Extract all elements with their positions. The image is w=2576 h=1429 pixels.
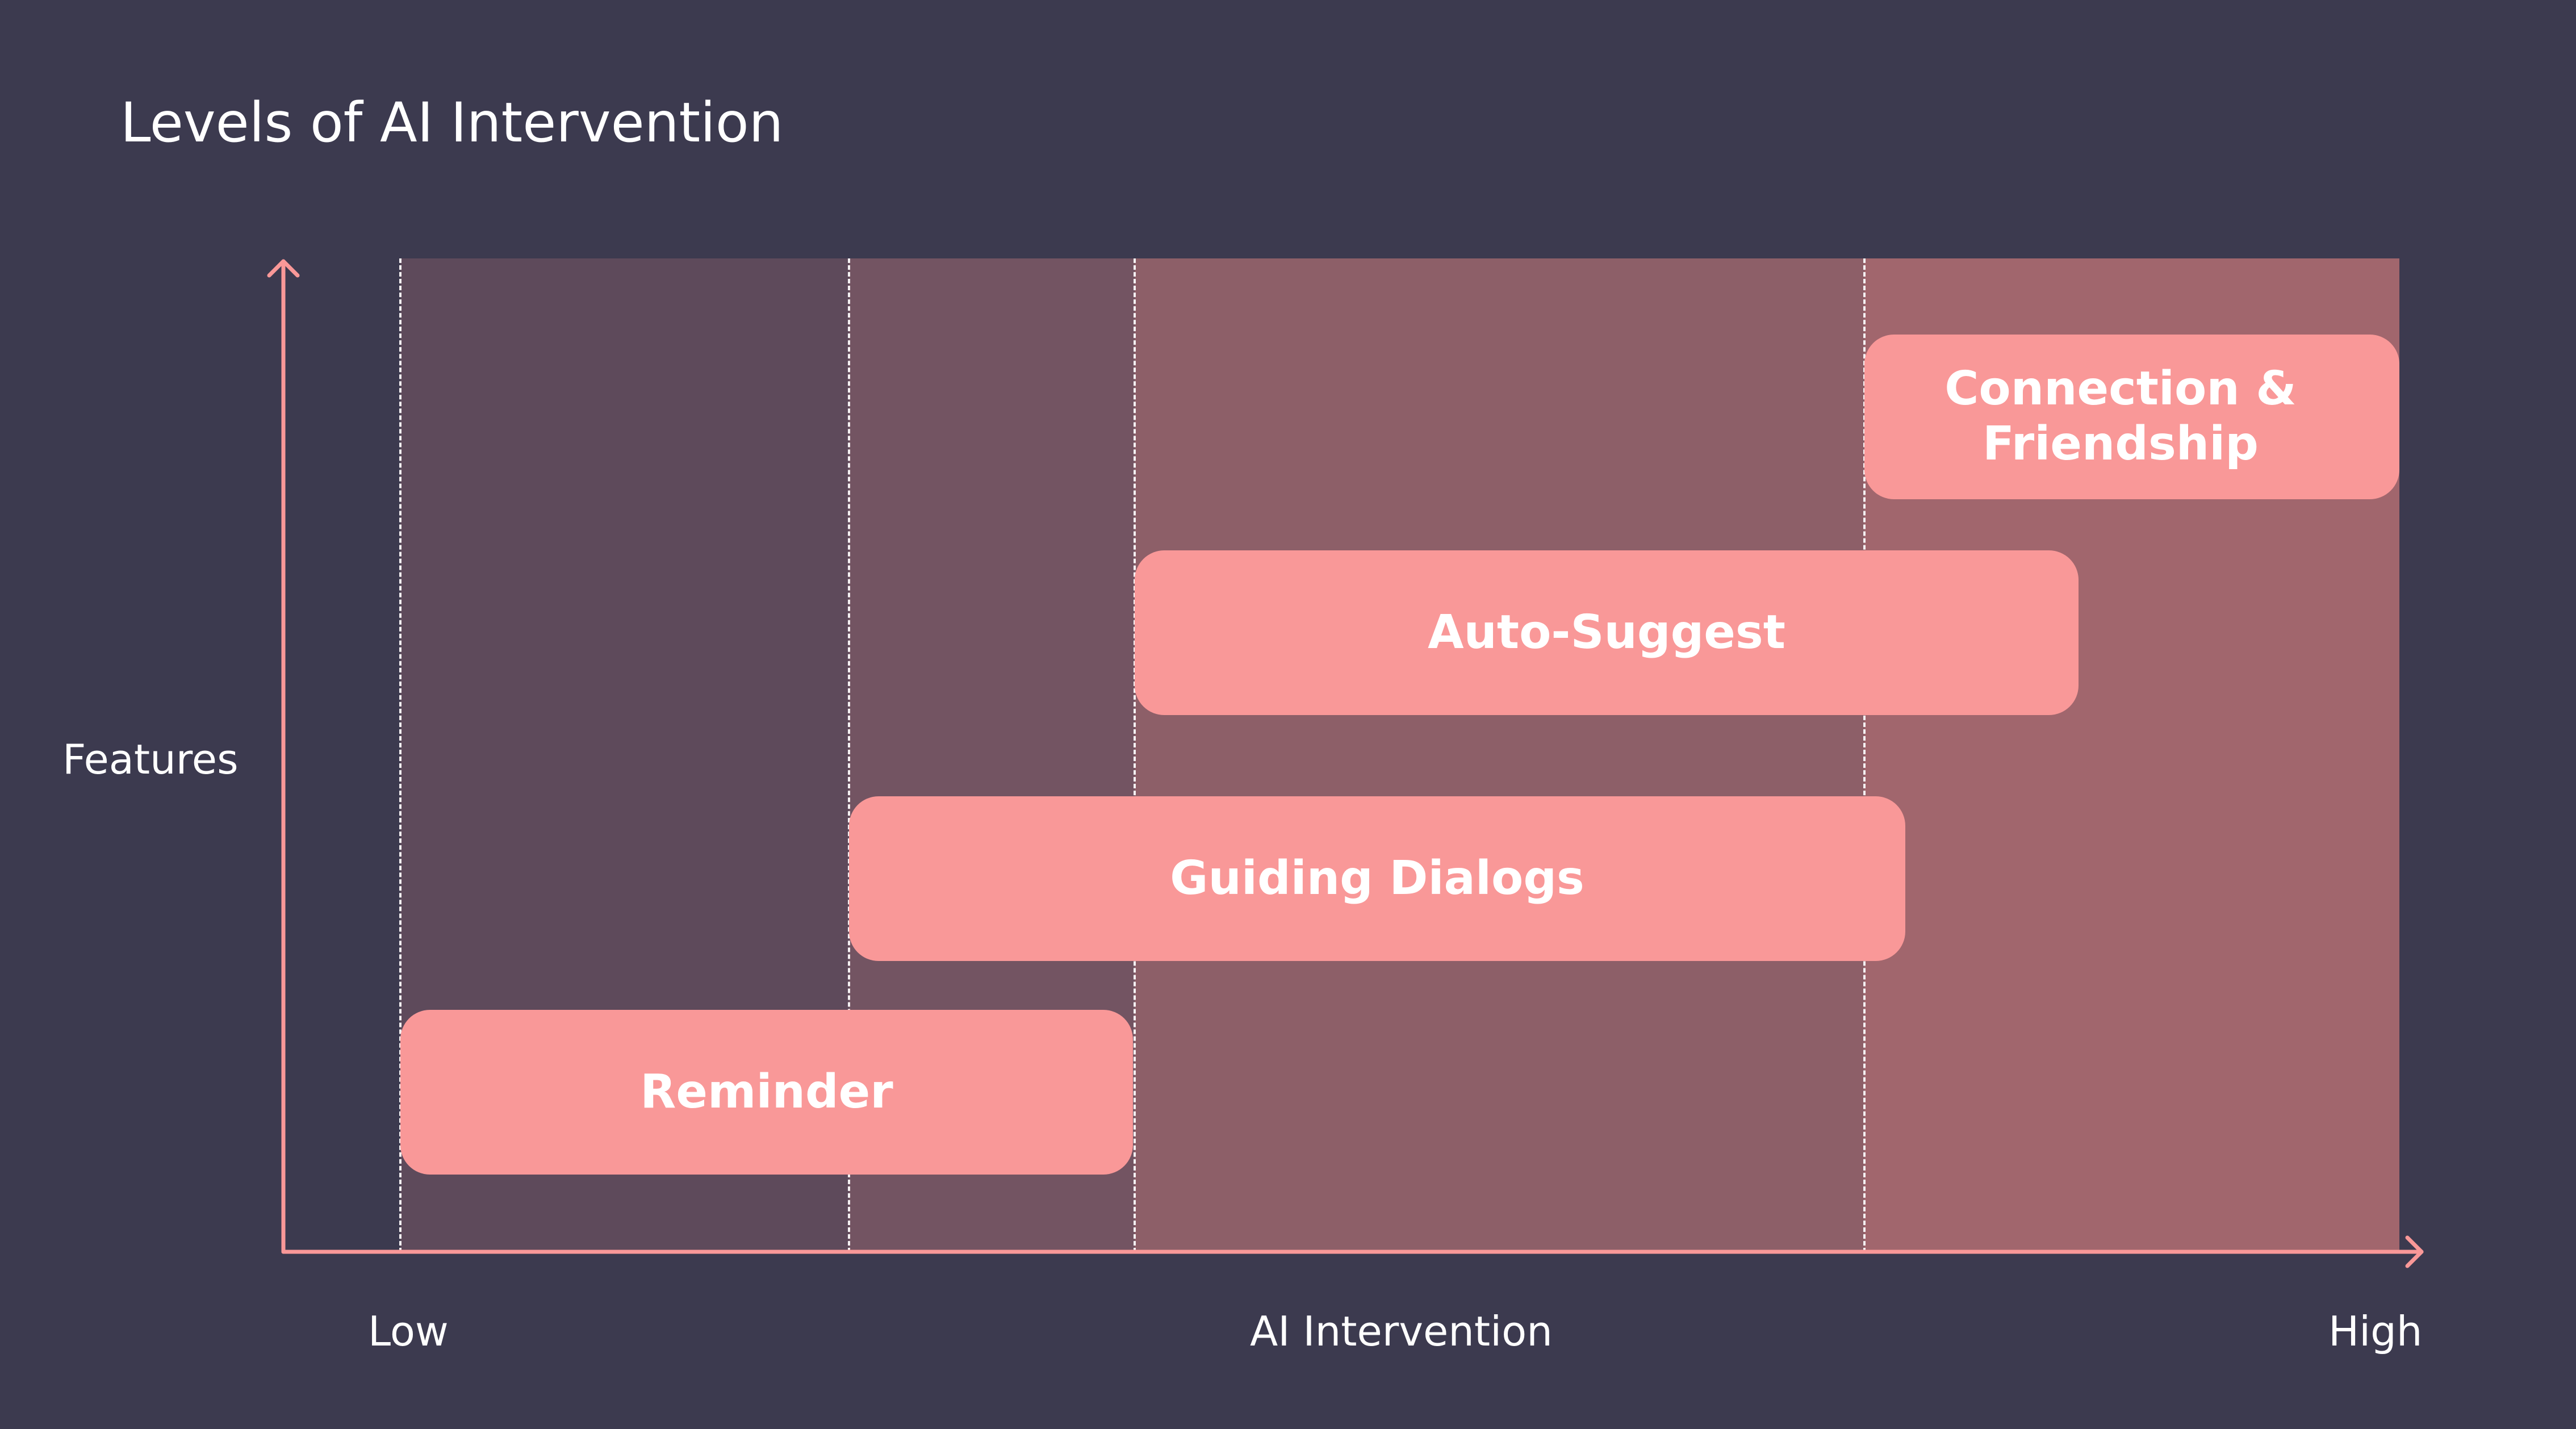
level-divider xyxy=(848,258,850,1252)
x-axis-high-label: High xyxy=(2328,1307,2423,1355)
x-axis-arrowhead xyxy=(2405,1235,2424,1268)
feature-bar-guiding-dialogs: Guiding Dialogs xyxy=(849,796,1905,961)
x-axis-low-label: Low xyxy=(368,1307,449,1355)
page-title: Levels of AI Intervention xyxy=(120,91,784,154)
level-divider xyxy=(1134,258,1136,1252)
feature-bar-auto-suggest: Auto-Suggest xyxy=(1135,550,2079,715)
level-divider xyxy=(1863,258,1866,1252)
feature-bar-connection-friendship: Connection & Friendship xyxy=(1864,335,2399,499)
level-divider xyxy=(399,258,402,1252)
y-axis-arrowhead xyxy=(267,259,300,278)
x-axis-title: AI Intervention xyxy=(1250,1307,1553,1355)
feature-bar-reminder: Reminder xyxy=(400,1010,1133,1175)
y-axis-label: Features xyxy=(62,736,239,783)
intervention-band-3 xyxy=(1135,258,1864,1252)
